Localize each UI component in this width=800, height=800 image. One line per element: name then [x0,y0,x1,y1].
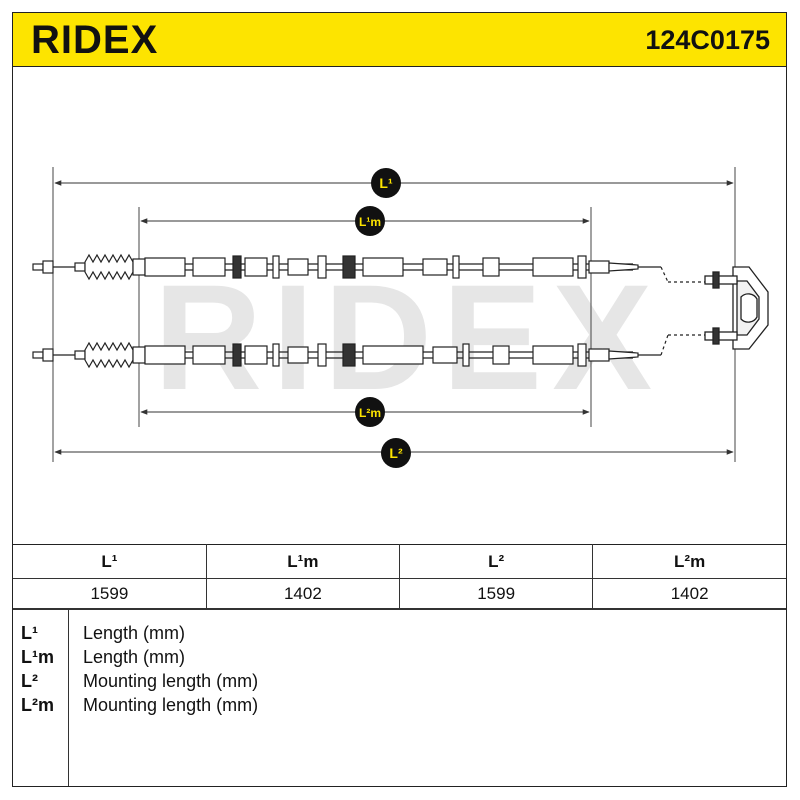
legend-item: L²m Mounting length (mm) [13,693,786,717]
legend: L¹ Length (mm) L¹m Length (mm) L² Mounti… [13,608,786,786]
cable-drawing: RIDEX L¹ L¹m L²m L² [32,167,769,468]
dimensions-table: L¹ L¹m L² L²m 1599 1402 1599 1402 [13,544,786,610]
table-header-row: L¹ L¹m L² L²m [13,544,786,579]
legend-description: Mounting length (mm) [83,671,259,691]
badge-l1m: L¹m [355,206,385,236]
table-header-cell: L¹m [205,544,401,579]
equalizer-bracket [704,266,769,350]
legend-description: Length (mm) [83,623,186,643]
legend-code: L²m [21,695,54,715]
legend-description: Mounting length (mm) [83,695,259,715]
table-row: 1599 1402 1599 1402 [13,578,786,610]
legend-code: L¹m [21,647,54,667]
header-bar: RIDEX 124C0175 [13,13,786,67]
badge-l2: L² [381,438,411,468]
legend-code: L² [21,671,38,691]
watermark: RIDEX [154,253,662,421]
table-cell: 1402 [205,578,401,610]
legend-item: L¹ Length (mm) [13,621,786,645]
table-header-cell: L² [398,544,594,579]
part-number: 124C0175 [645,25,770,55]
table-cell: 1599 [398,578,594,610]
table-cell: 1402 [592,578,786,610]
badge-l2m: L²m [355,397,385,427]
brand-logo: RIDEX [31,18,159,62]
legend-item: L² Mounting length (mm) [13,669,786,693]
legend-description: Length (mm) [83,647,186,667]
badge-l1: L¹ [371,168,401,198]
legend-divider [68,609,69,786]
badge-l1-label: L¹ [379,175,393,191]
table-header-cell: L¹ [13,544,207,579]
table-header-cell: L²m [592,544,786,579]
upper-cable [32,253,713,283]
badge-l1m-label: L¹m [359,215,381,229]
legend-code: L¹ [21,623,38,643]
table-cell: 1599 [13,578,207,610]
badge-l2-label: L² [389,445,403,461]
badge-l2m-label: L²m [359,406,381,420]
lower-cable [32,334,713,369]
legend-item: L¹m Length (mm) [13,645,786,669]
product-sheet: RIDEX 124C0175 RIDEX L¹ [12,12,787,787]
